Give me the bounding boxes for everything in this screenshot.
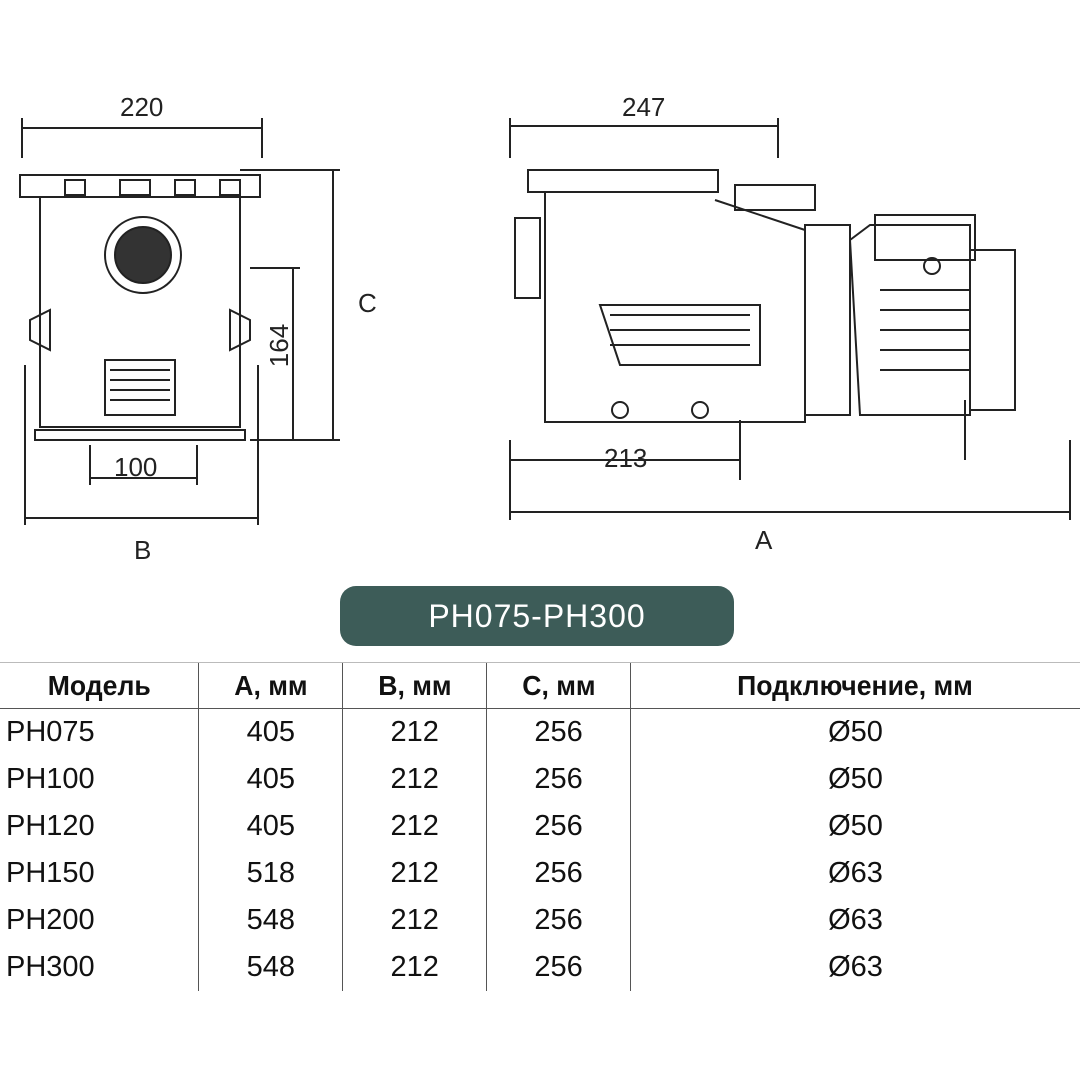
dimension-220: 220 (120, 92, 164, 122)
table-cell: 548 (198, 897, 343, 944)
label-c: C (358, 288, 377, 318)
table-cell: 212 (342, 944, 487, 991)
table-cell: PH075 (6, 716, 95, 748)
dimension-213: 213 (604, 443, 648, 473)
table-cell: PH120 (6, 810, 95, 842)
table-cell: 256 (486, 897, 631, 944)
table-cell: 405 (198, 756, 343, 803)
column-header: C, мм (489, 662, 627, 709)
table-cell: 548 (198, 944, 343, 991)
table-cell: 405 (198, 708, 343, 756)
table-cell: Ø63 (629, 850, 1080, 897)
model-range-badge: PH075-PH300 (340, 586, 734, 646)
table-cell: Ø63 (629, 944, 1080, 991)
table-cell: Ø50 (629, 756, 1080, 803)
pump-drawing (19, 118, 1071, 525)
table-cell: PH200 (6, 904, 95, 936)
column-header: Подключение, мм (641, 662, 1069, 709)
front-view (19, 118, 340, 525)
table-cell: 518 (198, 850, 343, 897)
table-cell: 256 (486, 756, 631, 803)
table-cell: Ø50 (629, 708, 1080, 756)
table-cell: 256 (486, 803, 631, 850)
table-cell: 212 (342, 850, 487, 897)
column-header: Модель (4, 662, 194, 709)
table-cell: Ø63 (629, 897, 1080, 944)
table-cell: 212 (342, 708, 487, 756)
label-a: A (755, 525, 773, 555)
table-cell: 212 (342, 756, 487, 803)
table-cell: 256 (486, 944, 631, 991)
table-cell: 212 (342, 897, 487, 944)
column-header: A, мм (202, 662, 340, 709)
table-cell: Ø50 (629, 803, 1080, 850)
column-header: B, мм (345, 662, 484, 709)
dimension-100: 100 (114, 452, 158, 482)
table-cell: 405 (198, 803, 343, 850)
table-cell: PH300 (6, 951, 95, 983)
table-cell: 256 (486, 708, 631, 756)
dimension-247: 247 (622, 92, 666, 122)
dimension-164: 164 (264, 323, 295, 368)
table-cell: PH150 (6, 857, 95, 889)
table-cell: 256 (486, 850, 631, 897)
table-cell: 212 (342, 803, 487, 850)
label-b: B (134, 535, 152, 565)
side-view (509, 118, 1071, 520)
table-cell: PH100 (6, 763, 95, 795)
